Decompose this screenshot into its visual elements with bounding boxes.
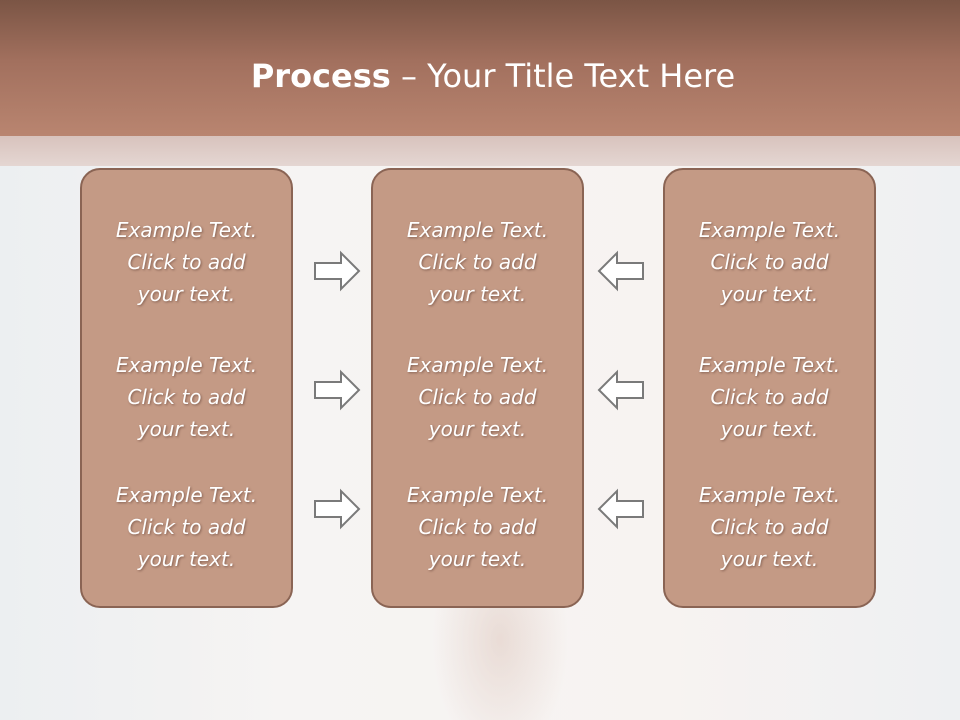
text-line: your text. <box>137 547 236 571</box>
slide-title[interactable]: Process – Your Title Text Here <box>0 56 960 96</box>
text-line: Example Text. <box>115 218 258 242</box>
text-line: your text. <box>428 282 527 306</box>
text-block[interactable]: Example Text. Click to add your text. <box>82 479 291 575</box>
text-block[interactable]: Example Text. Click to add your text. <box>665 214 874 310</box>
text-line: Example Text. <box>698 483 841 507</box>
text-block[interactable]: Example Text. Click to add your text. <box>665 349 874 445</box>
process-box-left[interactable]: Example Text. Click to add your text. Ex… <box>80 168 293 608</box>
text-line: Click to add <box>710 385 829 409</box>
title-rest-text: – Your Title Text Here <box>390 57 736 95</box>
text-block[interactable]: Example Text. Click to add your text. <box>373 479 582 575</box>
text-line: your text. <box>137 282 236 306</box>
text-line: your text. <box>720 282 819 306</box>
text-line: your text. <box>137 417 236 441</box>
text-line: Click to add <box>127 515 246 539</box>
text-line: Example Text. <box>115 483 258 507</box>
text-line: Click to add <box>418 515 537 539</box>
title-header <box>0 0 960 136</box>
arrow-left-icon[interactable] <box>597 488 645 530</box>
text-block[interactable]: Example Text. Click to add your text. <box>373 214 582 310</box>
arrow-left-icon[interactable] <box>597 369 645 411</box>
text-line: Example Text. <box>406 353 549 377</box>
arrow-right-icon[interactable] <box>313 250 361 292</box>
process-box-center[interactable]: Example Text. Click to add your text. Ex… <box>371 168 584 608</box>
title-bold-text: Process <box>250 57 391 95</box>
text-line: Click to add <box>710 250 829 274</box>
header-band <box>0 136 960 166</box>
text-line: your text. <box>428 547 527 571</box>
text-line: Click to add <box>418 250 537 274</box>
text-line: Example Text. <box>698 353 841 377</box>
arrow-right-icon[interactable] <box>313 369 361 411</box>
text-line: Click to add <box>710 515 829 539</box>
text-line: Click to add <box>418 385 537 409</box>
text-line: your text. <box>428 417 527 441</box>
arrow-right-icon[interactable] <box>313 488 361 530</box>
text-line: Example Text. <box>698 218 841 242</box>
text-line: your text. <box>720 417 819 441</box>
text-line: Example Text. <box>406 218 549 242</box>
text-line: Click to add <box>127 250 246 274</box>
text-block[interactable]: Example Text. Click to add your text. <box>82 349 291 445</box>
text-block[interactable]: Example Text. Click to add your text. <box>373 349 582 445</box>
text-line: Example Text. <box>406 483 549 507</box>
process-box-right[interactable]: Example Text. Click to add your text. Ex… <box>663 168 876 608</box>
text-line: your text. <box>720 547 819 571</box>
text-block[interactable]: Example Text. Click to add your text. <box>82 214 291 310</box>
arrow-left-icon[interactable] <box>597 250 645 292</box>
text-line: Example Text. <box>115 353 258 377</box>
text-block[interactable]: Example Text. Click to add your text. <box>665 479 874 575</box>
text-line: Click to add <box>127 385 246 409</box>
